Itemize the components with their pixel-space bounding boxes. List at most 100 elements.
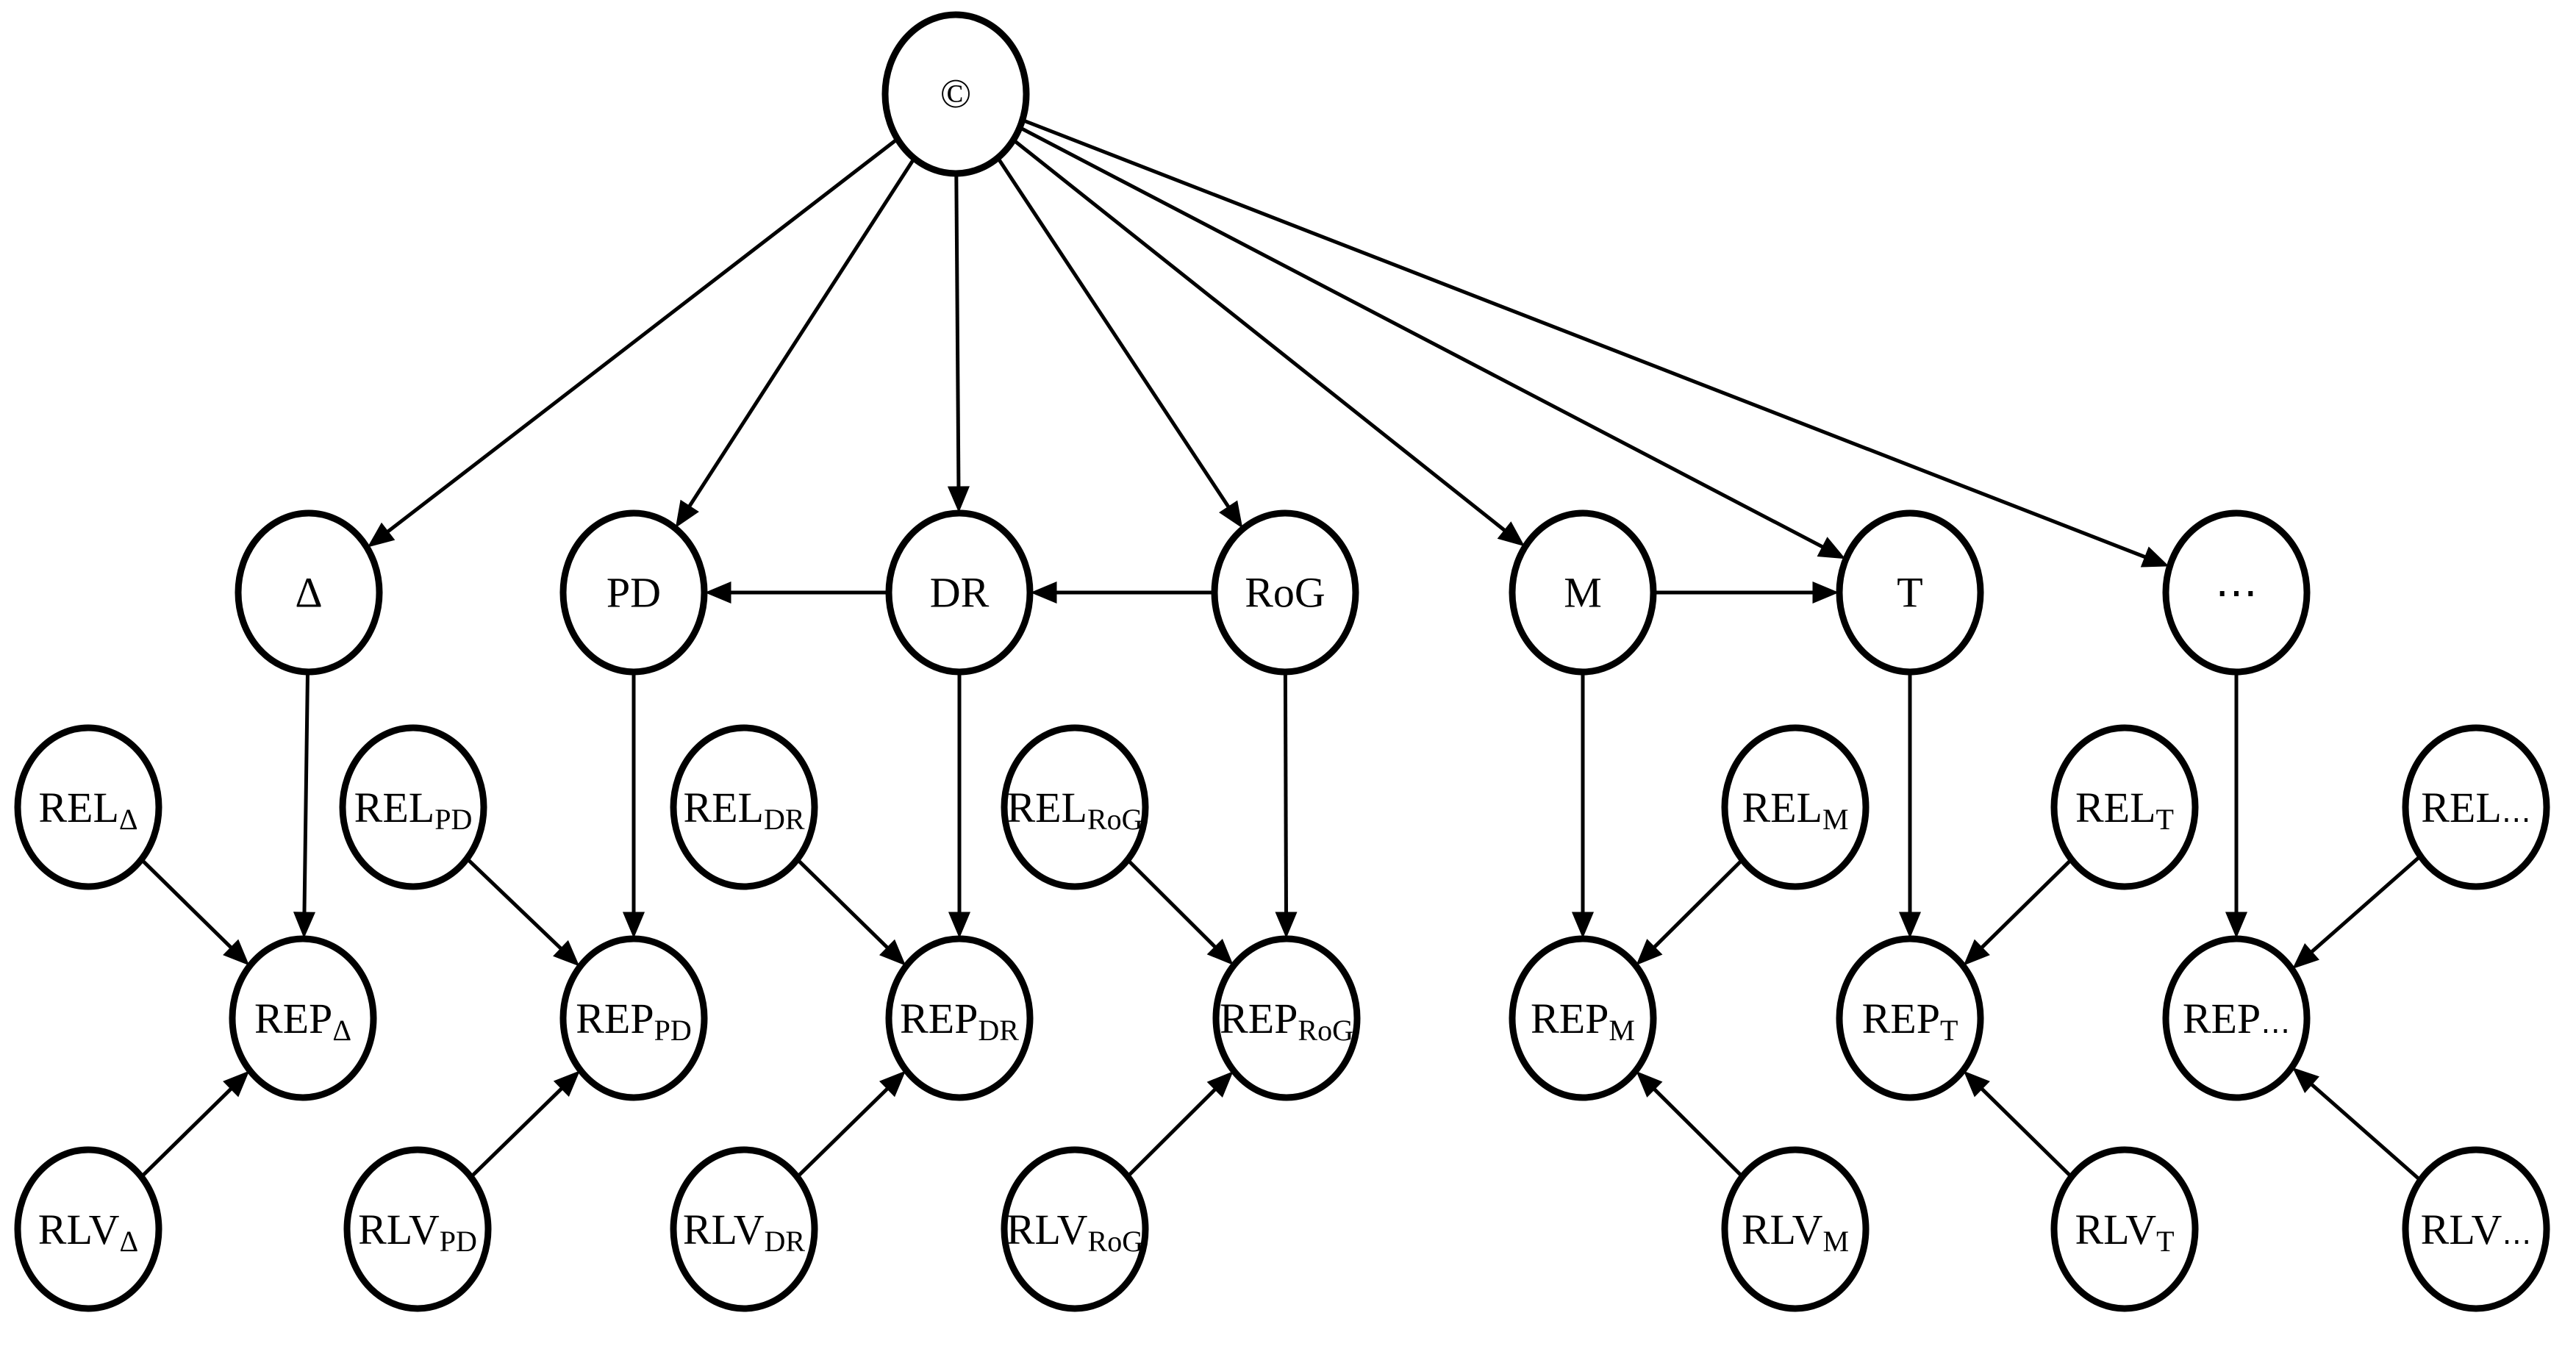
node-label: REPM [1531,995,1635,1047]
node-rlv-m[interactable]: RLVM [1721,1146,1870,1312]
edge-line [140,1086,235,1178]
node-rel-dr[interactable]: RELDR [670,724,818,890]
edge-line [2308,1081,2422,1182]
node-label: RELM [1742,784,1848,836]
edge-line [140,858,235,951]
edge-line [384,137,899,535]
node-outline [1509,935,1657,1101]
node-rlv-ell[interactable]: RLV⋯ [2402,1146,2550,1312]
node-rel-rog[interactable]: RELRoG [1001,724,1149,890]
edge-arrowhead [1275,912,1298,939]
edge-arrowhead [2292,943,2319,969]
node-rlv-pd[interactable]: RLVPD [343,1146,492,1312]
edge-arrowhead [2292,1067,2319,1093]
node-label: ⋯ [2215,569,2258,617]
node-t[interactable]: T [1836,509,1984,676]
edge-c-to-ell [1021,118,2169,568]
edge-line [1978,1086,2073,1178]
node-label: RoG [1245,569,1325,617]
node-rlv-delta[interactable]: RLVΔ [14,1146,162,1312]
node-outline [2050,724,2199,890]
edge-line [954,173,961,490]
edge-arrowhead [1571,912,1595,939]
edge-c-to-dr [947,173,970,513]
node-outline [2162,935,2311,1101]
node-outline [2050,1146,2199,1312]
node-rep-dr[interactable]: REPDR [885,935,1034,1101]
edge-rel_dr-to-rep_dr [795,858,906,966]
nodes-layer: © Δ PD DR RoG M T ⋯ RELΔ RELPD RELDR RELRoG RELM RELT… [14,11,2550,1312]
edge-line [1126,1086,1218,1178]
node-outline [1001,724,1149,890]
node-rlv-t[interactable]: RLVT [2050,1146,2199,1312]
node-rlv-dr[interactable]: RLVDR [670,1146,818,1312]
edge-rlv_m-to-rep_m [1636,1070,1744,1178]
edge-arrowhead [367,522,396,548]
edge-rel_rog-to-rep_rog [1126,858,1234,965]
edge-line [1283,671,1289,915]
edge-line [1651,1086,1744,1178]
edge-c-to-t [1018,126,1846,559]
edge-c-to-rog [996,157,1243,529]
node-rog[interactable]: RoG [1211,509,1359,676]
node-label: REP⋯ [2183,995,2290,1047]
edge-rlv_ell-to-rep_ell [2292,1067,2422,1182]
node-label: REPΔ [254,995,351,1047]
node-rep-t[interactable]: REPT [1836,935,1984,1101]
edge-arrowhead [1898,912,1922,939]
node-rel-pd[interactable]: RELPD [339,724,487,890]
node-outline [881,11,1030,177]
node-dr[interactable]: DR [885,509,1034,676]
node-rel-t[interactable]: RELT [2050,724,2199,890]
node-rep-m[interactable]: REPM [1509,935,1657,1101]
edge-arrowhead [2140,546,2169,568]
node-rel-ell[interactable]: REL⋯ [2402,724,2550,890]
edge-arrowhead [1030,581,1057,604]
node-outline [2402,724,2550,890]
node-label: T [1897,569,1922,617]
edge-c-to-m [1012,138,1525,547]
node-outline [885,935,1034,1101]
edge-arrowhead [1636,939,1663,966]
node-c[interactable]: © [881,11,1030,177]
node-m[interactable]: M [1509,509,1657,676]
node-ell[interactable]: ⋯ [2162,509,2311,676]
node-rep-rog[interactable]: REPRoG [1212,935,1361,1101]
edge-line [302,671,310,915]
edge-arrowhead [704,581,731,604]
edge-line [1126,858,1218,951]
node-label: © [940,71,972,117]
node-outline [559,935,708,1101]
node-label: DR [930,569,990,617]
edge-arrowhead [293,912,316,939]
node-label: RLVΔ [38,1206,138,1258]
node-outline [670,724,818,890]
edge-line [1021,118,2148,560]
edge-arrowhead [223,1070,250,1098]
edge-arrowhead [1206,938,1234,965]
node-rel-m[interactable]: RELM [1721,724,1870,890]
edge-arrowhead [675,499,699,529]
node-rlv-rog[interactable]: RLVRoG [1001,1146,1149,1312]
node-label: REPPD [576,995,692,1047]
node-label: RLV⋯ [2421,1206,2532,1258]
node-pd[interactable]: PD [559,509,708,676]
node-rep-pd[interactable]: REPPD [559,935,708,1101]
edges-layer [140,118,2422,1182]
node-outline [343,1146,492,1312]
edge-line [1651,858,1744,951]
edge-arrowhead [553,940,580,967]
node-rel-delta[interactable]: RELΔ [14,724,162,890]
node-outline [1212,935,1361,1101]
edge-arrowhead [223,939,250,966]
edge-rog-to-dr [1030,581,1214,604]
node-outline [1721,1146,1870,1312]
node-rep-ell[interactable]: REP⋯ [2162,935,2311,1101]
node-outline [229,935,377,1101]
node-outline [559,509,708,676]
edge-arrowhead [2225,912,2248,939]
node-rep-delta[interactable]: REPΔ [229,935,377,1101]
node-delta[interactable]: Δ [235,509,383,676]
edge-arrowhead [879,939,906,966]
